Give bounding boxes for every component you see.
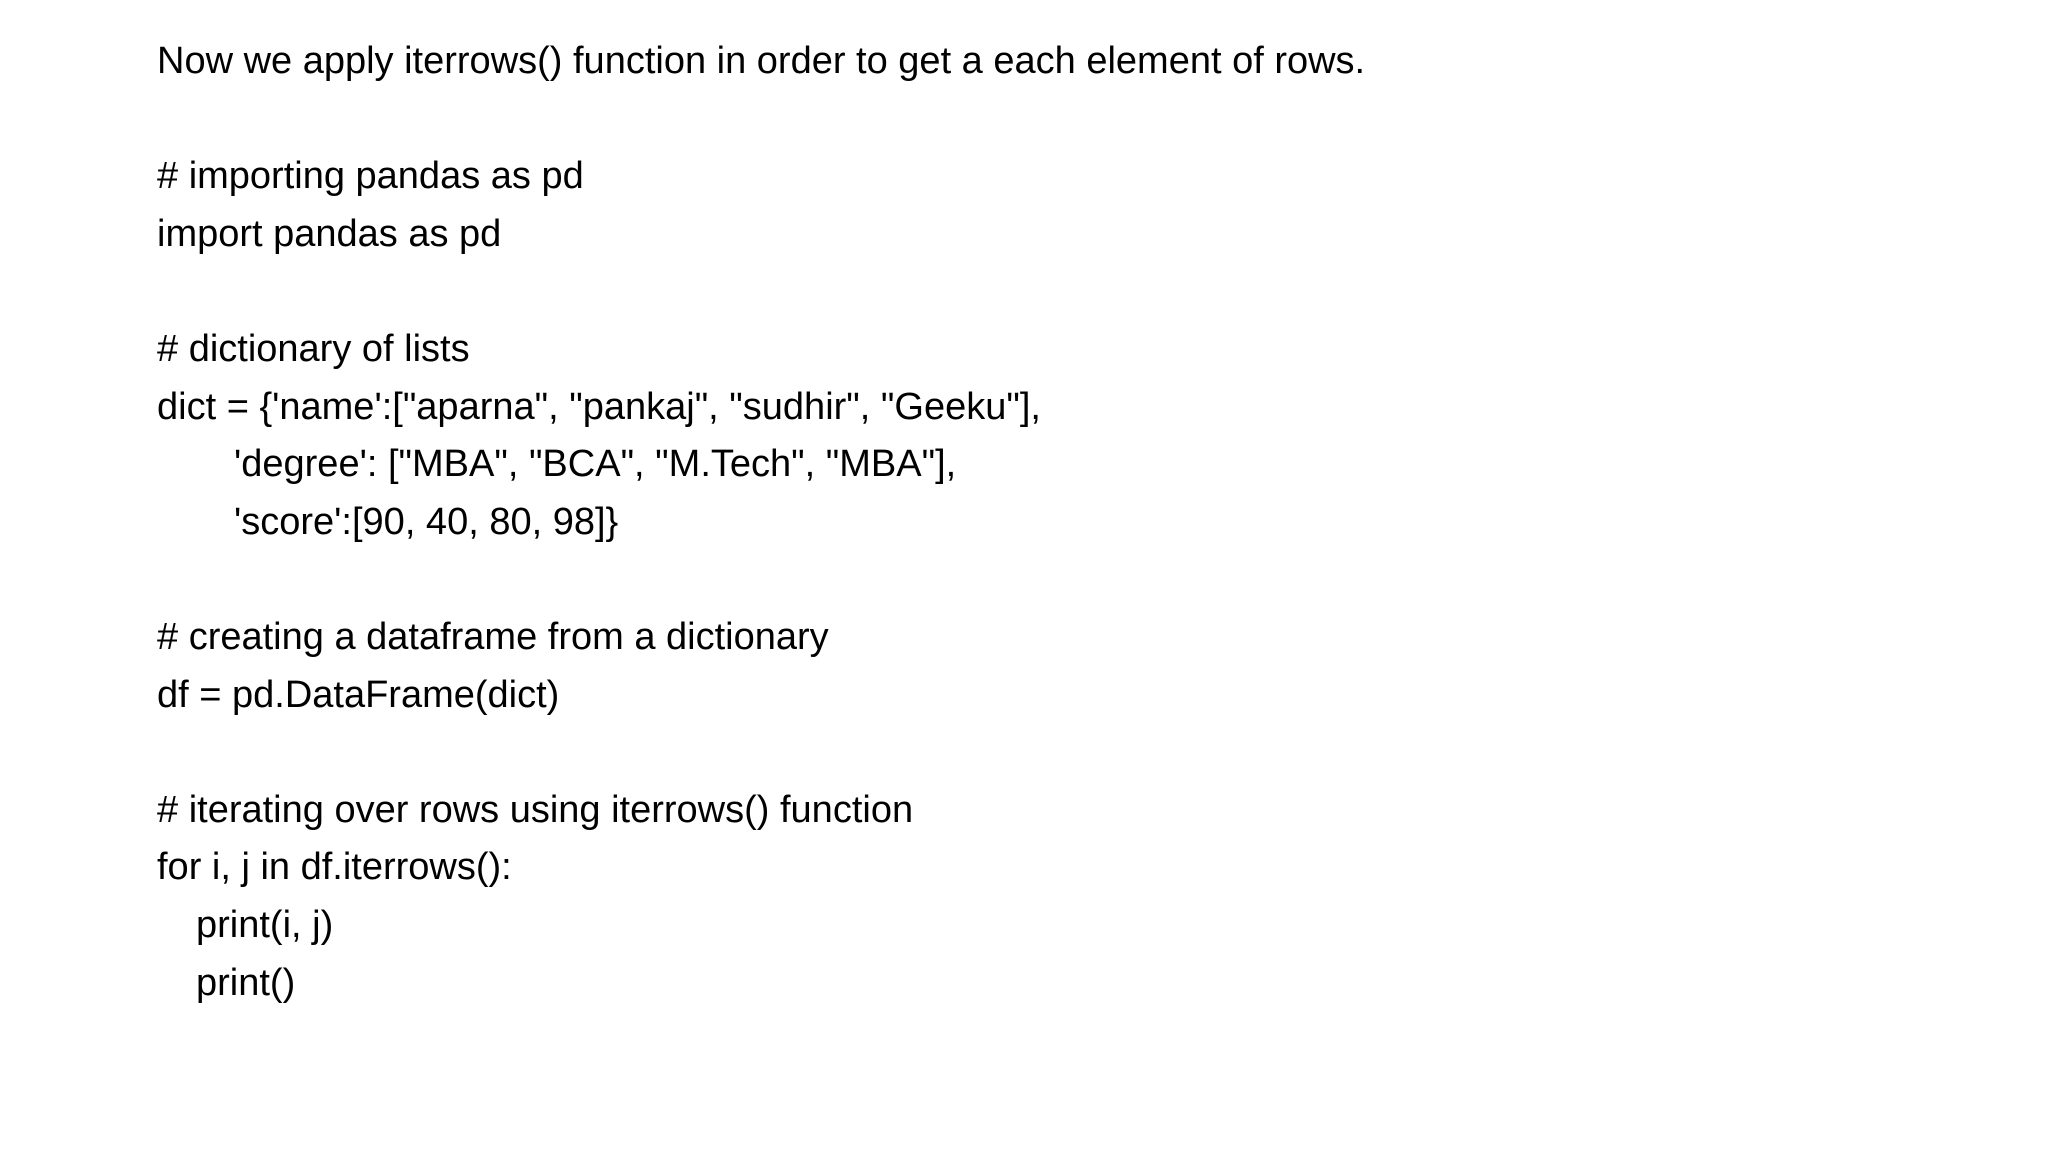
blank-line: [157, 91, 1937, 149]
blank-line: [157, 263, 1937, 321]
intro-text: Now we apply iterrows() function in orde…: [157, 40, 1366, 82]
code-df-line: df = pd.DataFrame(dict): [157, 673, 560, 716]
slide-body: Now we apply iterrows() function in orde…: [157, 33, 1937, 1012]
code-for-line: for i, j in df.iterrows():: [157, 846, 512, 889]
blank-line: [157, 724, 1937, 782]
code-comment-dict: # dictionary of lists: [157, 327, 470, 370]
code-print-line-1: print(i, j): [196, 903, 334, 946]
code-dict-line-1: dict = {'name':["aparna", "pankaj", "sud…: [157, 385, 1041, 428]
blank-line: [157, 551, 1937, 609]
code-print-line-2: print(): [196, 961, 296, 1004]
code-comment-iter: # iterating over rows using iterrows() f…: [157, 788, 914, 831]
code-dict-line-2: 'degree': ["MBA", "BCA", "M.Tech", "MBA"…: [234, 443, 957, 486]
code-dict-line-3: 'score':[90, 40, 80, 98]}: [234, 500, 619, 543]
code-import-line: import pandas as pd: [157, 212, 502, 255]
code-comment-df: # creating a dataframe from a dictionary: [157, 615, 829, 658]
code-comment-import: # importing pandas as pd: [157, 155, 584, 198]
